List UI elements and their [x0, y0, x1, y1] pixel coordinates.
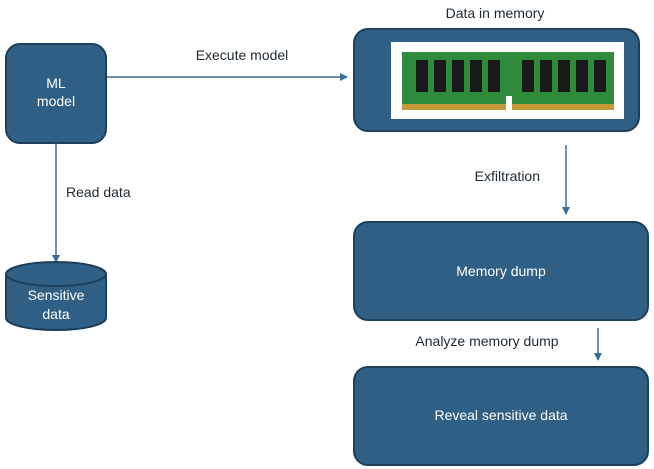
execute-model-label: Execute model: [196, 47, 289, 63]
memory-node: [353, 28, 640, 132]
execute-model-edge: Execute model: [107, 47, 348, 81]
exfiltration-edge: Exfiltration: [475, 145, 570, 215]
sensitive-data-label-line2: data: [42, 306, 69, 322]
sensitive-data-database: Sensitive data: [5, 261, 107, 331]
analyze-edge: Analyze memory dump: [415, 328, 602, 361]
ram-module-icon: [402, 52, 614, 110]
ml-model-label-line1: ML: [46, 75, 66, 91]
analyze-label: Analyze memory dump: [415, 333, 558, 349]
read-data-label: Read data: [66, 184, 131, 200]
exfiltration-label: Exfiltration: [475, 168, 540, 184]
ml-model-label-line2: model: [37, 93, 75, 109]
sensitive-data-label-line1: Sensitive: [28, 287, 85, 303]
ml-model-node: ML model: [5, 43, 107, 144]
reveal-sensitive-data-node: Reveal sensitive data: [353, 366, 649, 466]
read-data-edge: Read data: [52, 143, 131, 263]
reveal-sensitive-data-label: Reveal sensitive data: [434, 407, 567, 423]
memory-dump-node: Memory dump: [353, 221, 649, 321]
memory-dump-label: Memory dump: [456, 263, 546, 279]
memory-title: Data in memory: [446, 5, 545, 21]
